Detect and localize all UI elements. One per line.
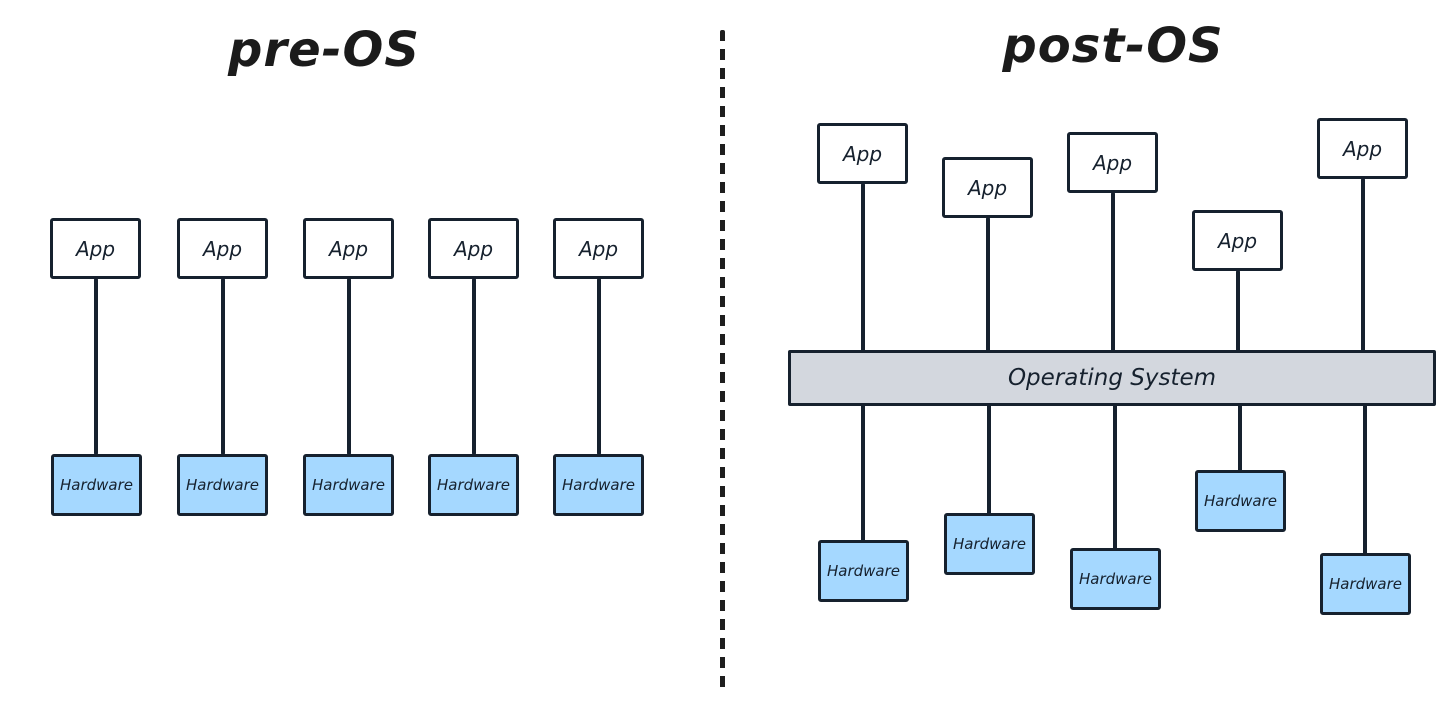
connector-line	[347, 278, 351, 455]
pre-os-title: pre-OS	[228, 22, 420, 78]
app-box: App	[553, 218, 644, 279]
hardware-box: Hardware	[944, 513, 1035, 575]
app-label: App	[842, 141, 883, 166]
connector-line	[986, 217, 990, 353]
app-box: App	[303, 218, 394, 279]
hardware-label: Hardware	[436, 476, 510, 494]
app-label: App	[1217, 228, 1258, 253]
hardware-box: Hardware	[303, 454, 394, 516]
app-box: App	[1192, 210, 1283, 271]
hardware-label: Hardware	[185, 476, 259, 494]
hardware-box: Hardware	[553, 454, 644, 516]
app-label: App	[328, 236, 369, 261]
app-label: App	[453, 236, 494, 261]
hardware-label: Hardware	[1203, 492, 1277, 510]
connector-line	[472, 278, 476, 455]
hardware-label: Hardware	[561, 476, 635, 494]
app-box: App	[1067, 132, 1158, 193]
hardware-box: Hardware	[1070, 548, 1161, 610]
app-box: App	[428, 218, 519, 279]
connector-line	[1363, 403, 1367, 555]
connector-line	[1361, 178, 1365, 353]
hardware-box: Hardware	[818, 540, 909, 602]
connector-line	[1111, 192, 1115, 353]
divider-dashed-line	[720, 30, 725, 690]
hardware-label: Hardware	[1078, 570, 1152, 588]
hardware-box: Hardware	[1320, 553, 1411, 615]
connector-line	[597, 278, 601, 455]
operating-system-label: Operating System	[1007, 365, 1217, 391]
connector-line	[987, 403, 991, 515]
connector-line	[1113, 403, 1117, 550]
hardware-label: Hardware	[59, 476, 133, 494]
app-label: App	[202, 236, 243, 261]
app-box: App	[1317, 118, 1408, 179]
operating-system-bar: Operating System	[788, 350, 1436, 406]
hardware-box: Hardware	[177, 454, 268, 516]
app-label: App	[967, 175, 1008, 200]
hardware-box: Hardware	[428, 454, 519, 516]
connector-line	[861, 183, 865, 353]
connector-line	[861, 403, 865, 542]
app-label: App	[1342, 136, 1383, 161]
app-box: App	[177, 218, 268, 279]
hardware-label: Hardware	[826, 562, 900, 580]
app-label: App	[1092, 150, 1133, 175]
hardware-box: Hardware	[1195, 470, 1286, 532]
connector-line	[1238, 403, 1242, 472]
app-box: App	[50, 218, 141, 279]
hardware-box: Hardware	[51, 454, 142, 516]
post-os-title: post-OS	[1002, 18, 1224, 74]
app-box: App	[817, 123, 908, 184]
app-label: App	[75, 236, 116, 261]
app-box: App	[942, 157, 1033, 218]
connector-line	[1236, 270, 1240, 353]
hardware-label: Hardware	[952, 535, 1026, 553]
app-label: App	[578, 236, 619, 261]
hardware-label: Hardware	[311, 476, 385, 494]
connector-line	[221, 278, 225, 455]
connector-line	[94, 278, 98, 455]
hardware-label: Hardware	[1328, 575, 1402, 593]
